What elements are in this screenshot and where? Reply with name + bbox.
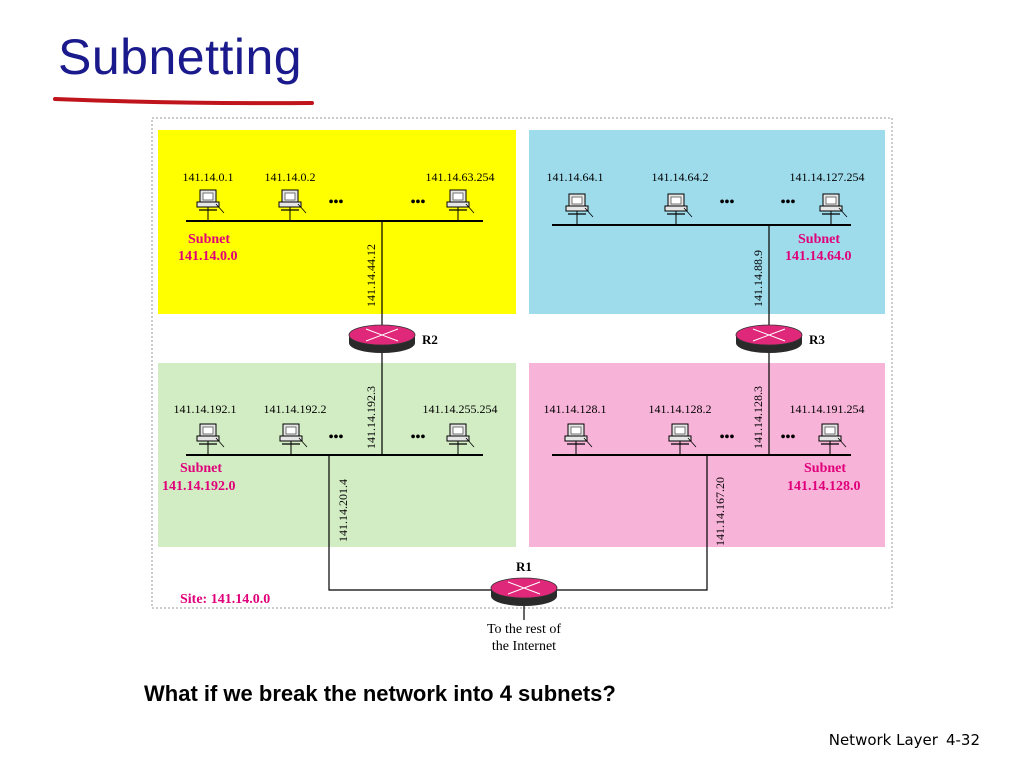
interface-ip: 141.14.192.3	[364, 386, 378, 449]
router-r1-icon	[490, 577, 558, 607]
host-address: 141.14.63.254	[426, 170, 495, 184]
more-hosts-ellipsis: •••	[329, 430, 344, 445]
host-address: 141.14.192.1	[174, 402, 237, 416]
router-r2-icon	[348, 324, 416, 354]
host-address: 141.14.255.254	[423, 402, 498, 416]
host-address: 141.14.192.2	[264, 402, 327, 416]
subnet-top-right-area	[529, 130, 885, 314]
interface-ip: 141.14.44.12	[364, 244, 378, 307]
link-r1-left	[328, 455, 492, 591]
router-r3-icon	[735, 324, 803, 354]
more-hosts-ellipsis: •••	[720, 195, 735, 210]
internet-label-line2: the Internet	[492, 639, 556, 654]
interface-ip: 141.14.167.20	[713, 477, 727, 546]
subnet-address: 141.14.64.0	[785, 249, 852, 264]
slide-footer: Network Layer 4-32	[829, 731, 980, 749]
host-address: 141.14.64.2	[652, 170, 709, 184]
host-address: 141.14.0.1	[183, 170, 234, 184]
host-address: 141.14.191.254	[790, 402, 865, 416]
interface-ip: 141.14.201.4	[336, 479, 350, 542]
subnet-address: 141.14.192.0	[162, 479, 236, 494]
host-address: 141.14.64.1	[547, 170, 604, 184]
more-hosts-ellipsis: •••	[781, 430, 796, 445]
host-address: 141.14.128.1	[544, 402, 607, 416]
subnet-address: 141.14.0.0	[178, 249, 238, 264]
slide-caption: What if we break the network into 4 subn…	[144, 681, 616, 706]
interface-ip: 141.14.128.3	[751, 386, 765, 449]
subnet-address: 141.14.128.0	[787, 479, 861, 494]
more-hosts-ellipsis: •••	[720, 430, 735, 445]
subnet-label-word: Subnet	[180, 461, 222, 476]
subnet-label-word: Subnet	[188, 232, 230, 247]
interface-ip: 141.14.88.9	[751, 250, 765, 307]
more-hosts-ellipsis: •••	[411, 195, 426, 210]
more-hosts-ellipsis: •••	[411, 430, 426, 445]
router-r2-label: R2	[422, 332, 438, 347]
site-label: Site: 141.14.0.0	[180, 592, 270, 607]
internet-label-line1: To the rest of	[487, 622, 561, 637]
more-hosts-ellipsis: •••	[329, 195, 344, 210]
footer-section: Network Layer	[828, 731, 938, 749]
footer-page-number: 4-32	[945, 731, 980, 749]
host-address: 141.14.127.254	[790, 170, 865, 184]
router-r1-label: R1	[516, 559, 532, 574]
host-address: 141.14.0.2	[265, 170, 316, 184]
more-hosts-ellipsis: •••	[781, 195, 796, 210]
link-r1-right	[556, 455, 708, 591]
slide-title: Subnetting	[58, 29, 303, 85]
site-boundary	[151, 117, 893, 609]
router-r3-label: R3	[809, 332, 825, 347]
subnet-label-word: Subnet	[804, 461, 846, 476]
subnet-label-word: Subnet	[798, 232, 840, 247]
host-address: 141.14.128.2	[649, 402, 712, 416]
